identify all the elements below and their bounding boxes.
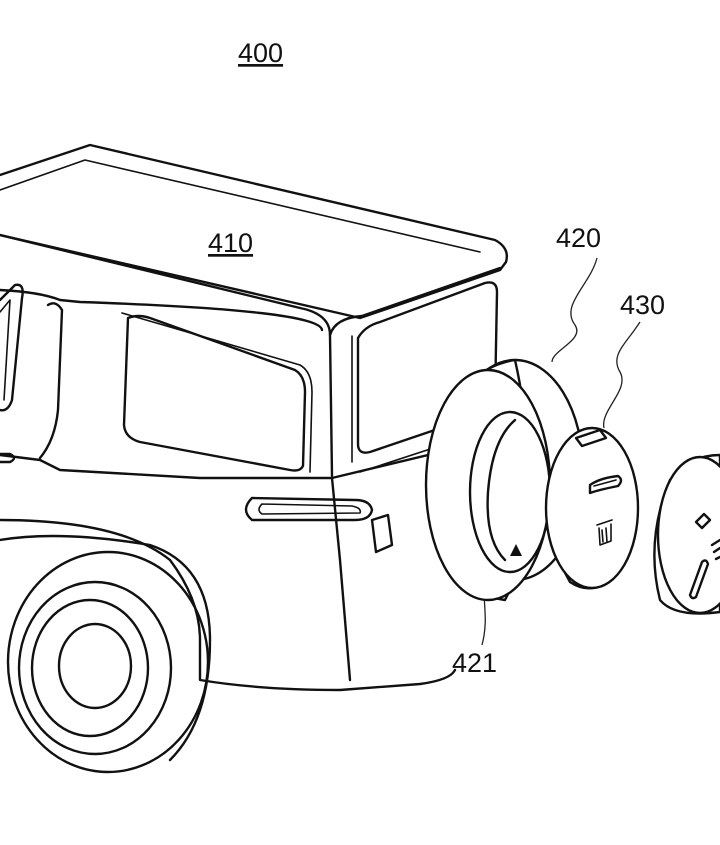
front-window	[0, 285, 23, 411]
module-reference-label: 430	[620, 290, 665, 320]
rear-bumper-piece	[372, 515, 392, 552]
door-handle	[0, 454, 14, 462]
wheel-arch	[0, 536, 210, 760]
wheel-outer	[8, 552, 208, 772]
module-430	[546, 428, 638, 588]
wheel-hub	[59, 624, 131, 708]
leader-line-420	[552, 258, 597, 362]
b-pillar	[40, 303, 62, 458]
module-face	[546, 428, 638, 588]
spare-tire-cover-reference-label: 420	[556, 223, 601, 253]
roof-rear-edge	[330, 268, 500, 335]
detached-cap	[654, 455, 720, 614]
front-window-inner	[0, 300, 10, 400]
tail-light-inner	[259, 504, 360, 514]
rear-side-window	[124, 316, 305, 471]
rear-side-window-frame	[122, 313, 312, 472]
side-belt-line	[0, 445, 470, 478]
vehicle-reference-label: 410	[208, 228, 253, 258]
vehicle-body	[0, 145, 507, 690]
rear-lower-body	[332, 478, 350, 680]
leader-line-430	[604, 322, 640, 428]
tail-light-outer	[246, 498, 372, 520]
indicator-reference-label: 421	[452, 648, 497, 678]
figure-number-label: 400	[238, 38, 283, 68]
